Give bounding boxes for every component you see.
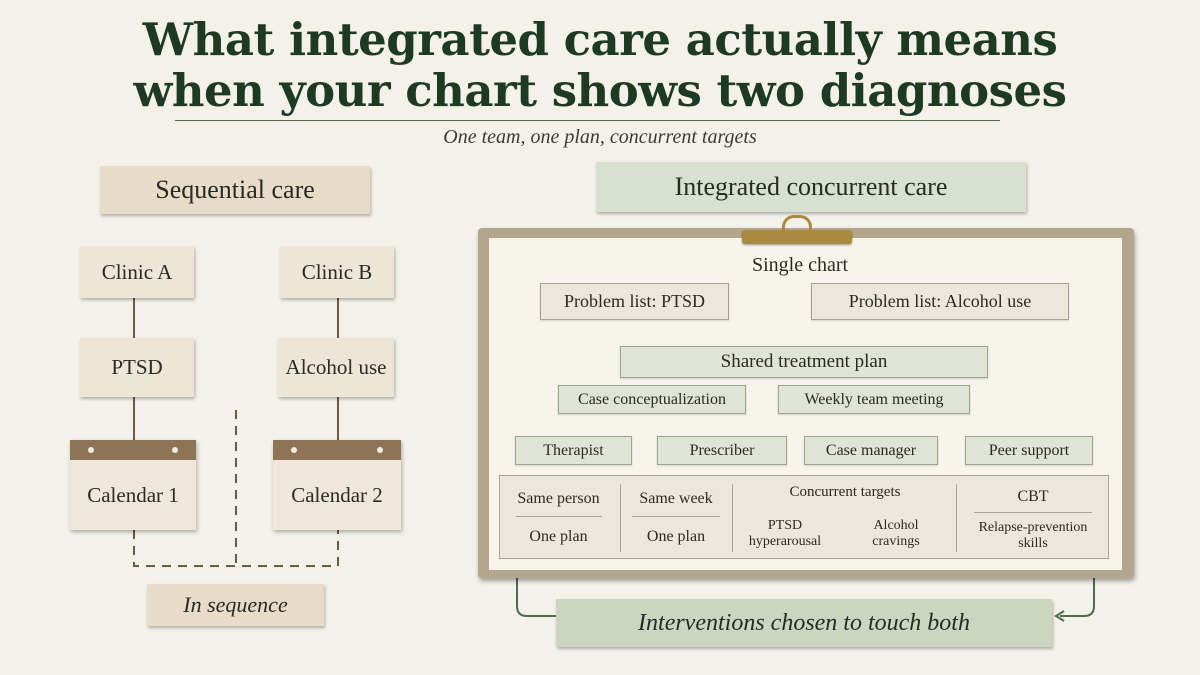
role-therapist: Therapist — [515, 436, 632, 465]
flow-arrow-right — [1060, 578, 1095, 617]
role-case-manager: Case manager — [804, 436, 938, 465]
calendar-2-label: Calendar 2 — [291, 482, 383, 507]
role-peer-support: Peer support — [965, 436, 1093, 465]
sequence-dashed-link — [133, 530, 339, 567]
same-week-divider — [632, 516, 720, 517]
concurrent-targets-label: Concurrent targets — [789, 484, 901, 500]
cbt-label: CBT — [1017, 488, 1049, 505]
calendar-2-ring-right — [377, 447, 383, 453]
integrated-care-heading: Integrated concurrent care — [596, 162, 1026, 212]
target-ptsd-hyperarousal: PTSD hyperarousal — [748, 518, 822, 549]
target-alcohol-cravings: Alcohol cravings — [872, 518, 920, 549]
flow-arrow-left — [516, 578, 556, 617]
same-week-sub: One plan — [646, 528, 706, 545]
alcohol-use-note: Alcohol use — [278, 338, 394, 397]
same-week-label: Same week — [639, 490, 713, 507]
role-prescriber: Prescriber — [657, 436, 787, 465]
ptsd-note: PTSD — [80, 338, 194, 397]
title-rule — [175, 120, 1000, 121]
clip-ring — [782, 215, 812, 235]
calendar-2-ring-left — [291, 447, 297, 453]
calendar-2: Calendar 2 — [273, 440, 401, 530]
weekly-team-meeting: Weekly team meeting — [778, 385, 970, 414]
in-sequence-label: In sequence — [147, 584, 324, 626]
sequential-care-heading: Sequential care — [100, 166, 370, 214]
shared-treatment-plan: Shared treatment plan — [620, 346, 988, 378]
case-conceptualization: Case conceptualization — [558, 385, 746, 414]
cbt-divider — [974, 512, 1092, 513]
title-line-1: What integrated care actually means — [142, 13, 1058, 66]
principles-panel: Same person One plan Same week One plan … — [499, 475, 1109, 559]
clipboard-clip — [742, 230, 852, 244]
problem-list-ptsd: Problem list: PTSD — [540, 283, 729, 320]
calendar-1-band — [70, 440, 196, 460]
calendar-1: Calendar 1 — [70, 440, 196, 530]
same-person-label: Same person — [517, 490, 600, 507]
calendar-1-ring-left — [88, 447, 94, 453]
calendar-2-band — [273, 440, 401, 460]
same-person-divider — [516, 516, 602, 517]
calendar-1-ring-right — [172, 447, 178, 453]
clinic-b-note: Clinic B — [280, 246, 394, 298]
subtitle: One team, one plan, concurrent targets — [443, 126, 757, 148]
interventions-label: Interventions chosen to touch both — [556, 599, 1052, 647]
clinic-a-note: Clinic A — [80, 246, 194, 298]
same-person-sub: One plan — [529, 528, 588, 545]
calendar-1-label: Calendar 1 — [87, 482, 179, 507]
cbt-sub: Relapse-prevention skills — [978, 520, 1088, 551]
title-line-2: when your chart shows two diagnoses — [133, 64, 1067, 117]
single-chart-title: Single chart — [751, 254, 849, 276]
problem-list-alcohol: Problem list: Alcohol use — [811, 283, 1069, 320]
